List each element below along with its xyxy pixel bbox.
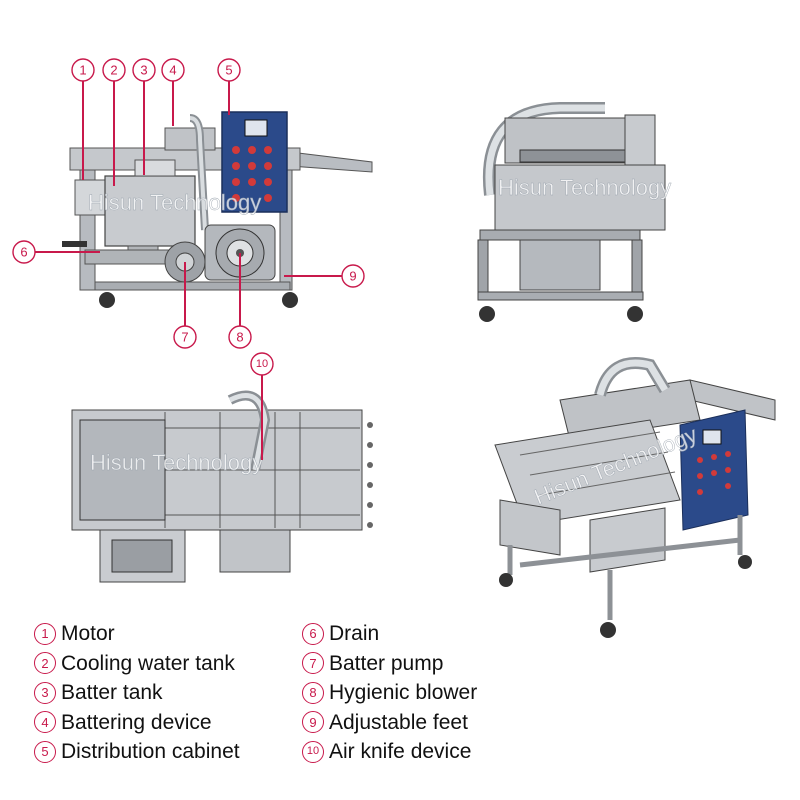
svg-text:4: 4 <box>169 63 176 78</box>
legend-label: Battering device <box>61 710 212 734</box>
svg-text:8: 8 <box>236 330 243 345</box>
legend-label: Adjustable feet <box>329 710 468 734</box>
legend-label: Cooling water tank <box>61 651 235 675</box>
watermark: Hisun Technology <box>90 450 263 475</box>
callout-8: 8 <box>228 325 252 349</box>
callout-10: 10 <box>250 352 274 376</box>
svg-text:10: 10 <box>256 358 268 370</box>
legend-label: Air knife device <box>329 740 472 763</box>
legend-label: Batter pump <box>329 651 444 675</box>
legend-label: Drain <box>329 622 380 645</box>
callout-5: 5 <box>217 58 241 82</box>
watermark: Hisun Technology <box>88 190 261 215</box>
isometric-view <box>494 357 776 638</box>
svg-text:3: 3 <box>140 63 147 78</box>
callout-6: 6 <box>12 240 36 264</box>
svg-text:9: 9 <box>349 269 356 284</box>
svg-text:5: 5 <box>225 63 232 78</box>
svg-text:1: 1 <box>79 63 86 78</box>
callout-9: 9 <box>341 264 365 288</box>
side-view <box>477 102 666 322</box>
callout-7: 7 <box>173 325 197 349</box>
svg-text:6: 6 <box>20 245 27 260</box>
callout-4: 4 <box>161 58 185 82</box>
callout-1: 1 <box>71 58 95 82</box>
svg-text:7: 7 <box>181 330 188 345</box>
legend-label: Distribution cabinet <box>61 740 240 763</box>
callout-2: 2 <box>102 58 126 82</box>
legend-label: Hygienic blower <box>329 681 478 704</box>
svg-text:2: 2 <box>110 63 117 78</box>
top-view <box>71 390 373 583</box>
callout-3: 3 <box>132 58 156 82</box>
watermark: Hisun Technology <box>498 175 671 200</box>
legend-label: Batter tank <box>61 681 163 704</box>
leader-lines <box>35 81 342 460</box>
legend-label: Motor <box>61 622 115 645</box>
front-view <box>62 111 373 308</box>
